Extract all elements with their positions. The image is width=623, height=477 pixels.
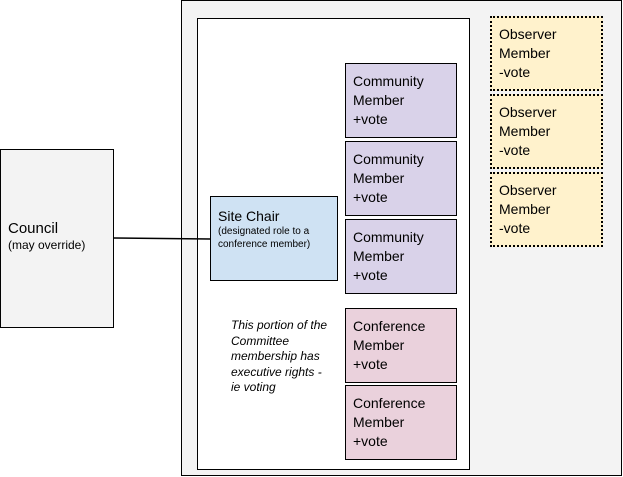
observer-member-box: Observer Member -vote: [490, 172, 603, 247]
site-chair-note: (designated role to a conference member): [218, 226, 311, 250]
observer-member-box: Observer Member -vote: [490, 94, 603, 169]
council-note: (may override): [8, 238, 86, 252]
site-chair-box: Site Chair (designated role to a confere…: [210, 196, 338, 281]
conference-member-box: Conference Member +vote: [345, 385, 457, 460]
conference-member-box: Conference Member +vote: [345, 308, 457, 383]
community-member-box: Community Member +vote: [345, 63, 457, 138]
voting-rights-annotation: This portion of the Committee membership…: [231, 318, 328, 394]
community-member-box: Community Member +vote: [345, 219, 457, 294]
council-name: Council: [8, 220, 59, 237]
council-box: Council (may override): [0, 149, 114, 328]
site-chair-title: Site Chair: [218, 208, 280, 224]
community-member-box: Community Member +vote: [345, 141, 457, 216]
observer-member-box: Observer Member -vote: [490, 16, 603, 91]
council-to-site-chair-connector: [113, 237, 211, 240]
